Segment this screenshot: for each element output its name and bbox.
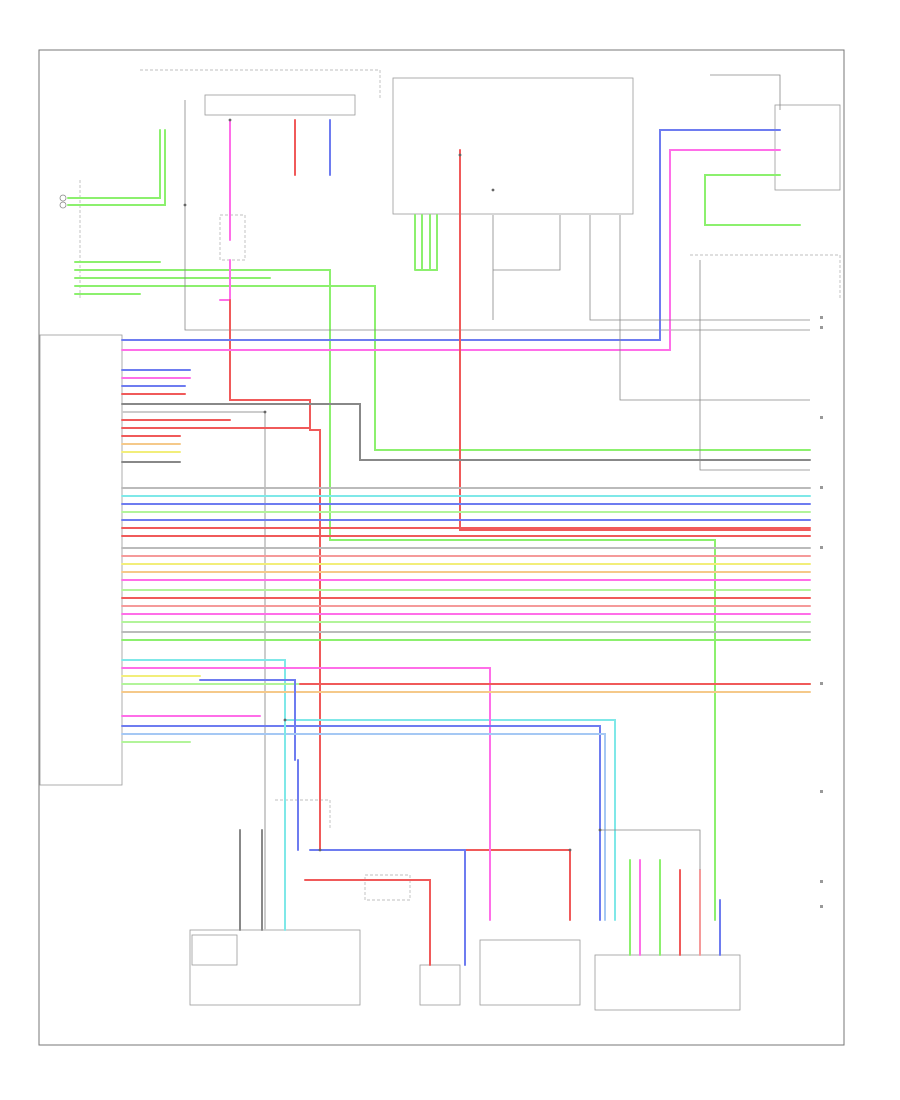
wire-gray-left-vertical — [184, 100, 810, 331]
wire-green-top-cluster — [414, 214, 438, 271]
switch-dashed-outline — [364, 874, 411, 901]
top-center-fuse-box — [204, 94, 356, 116]
wire-gray-top-right-loop — [710, 74, 781, 110]
power-distribution-box — [774, 104, 841, 191]
right-terminal-markers — [820, 316, 823, 908]
bottom-right-unit-box — [594, 954, 741, 1011]
bottom-small-module-box — [419, 964, 461, 1006]
wire-green-04 — [74, 269, 716, 921]
wire-green-02 — [67, 129, 166, 206]
wire-gray-relay-drop — [619, 215, 810, 401]
wire-pink-top-fuse — [219, 119, 231, 301]
wire-drop-red-switch — [304, 879, 431, 966]
diagram-frame — [38, 49, 845, 1046]
wire-gray-fuse-right — [589, 215, 810, 321]
wire-green-06 — [74, 285, 811, 451]
bottom-module-box — [479, 939, 581, 1006]
bottom-left-small-box — [191, 934, 238, 966]
wire-drop-blue-switch — [309, 849, 466, 966]
ground-symbol-left — [59, 194, 67, 209]
wire-gray-bracket-right — [600, 829, 701, 870]
wire-row-pink-33 — [121, 667, 491, 921]
wire-pink-top-right — [121, 149, 781, 351]
wire-row-white-06 — [121, 411, 266, 931]
wire-row-gray-05 — [121, 403, 811, 461]
right-dashed-outline — [690, 254, 841, 300]
wire-green-top-right — [704, 174, 801, 226]
splice-dots — [183, 118, 602, 852]
relay-dashed-outline — [219, 214, 246, 261]
wire-row-blue-40 — [121, 725, 601, 921]
wire-gray-right-vertical — [699, 260, 810, 471]
cluster-control-unit-box — [39, 334, 123, 786]
top-dashed-outline — [140, 69, 381, 100]
bottom-dashed-outline — [275, 799, 331, 830]
wire-blue-top-right — [121, 129, 781, 341]
wire-gray-fuse-box-drop — [492, 215, 561, 320]
top-fuse-relay-box — [392, 77, 634, 215]
wire-red-fuse-relay — [459, 149, 811, 531]
wire-green-01 — [67, 129, 161, 199]
wire-red-main-vertical — [229, 299, 571, 921]
bottom-left-sensor-box — [189, 929, 361, 1006]
wire-row-light-blue-41 — [121, 733, 606, 921]
